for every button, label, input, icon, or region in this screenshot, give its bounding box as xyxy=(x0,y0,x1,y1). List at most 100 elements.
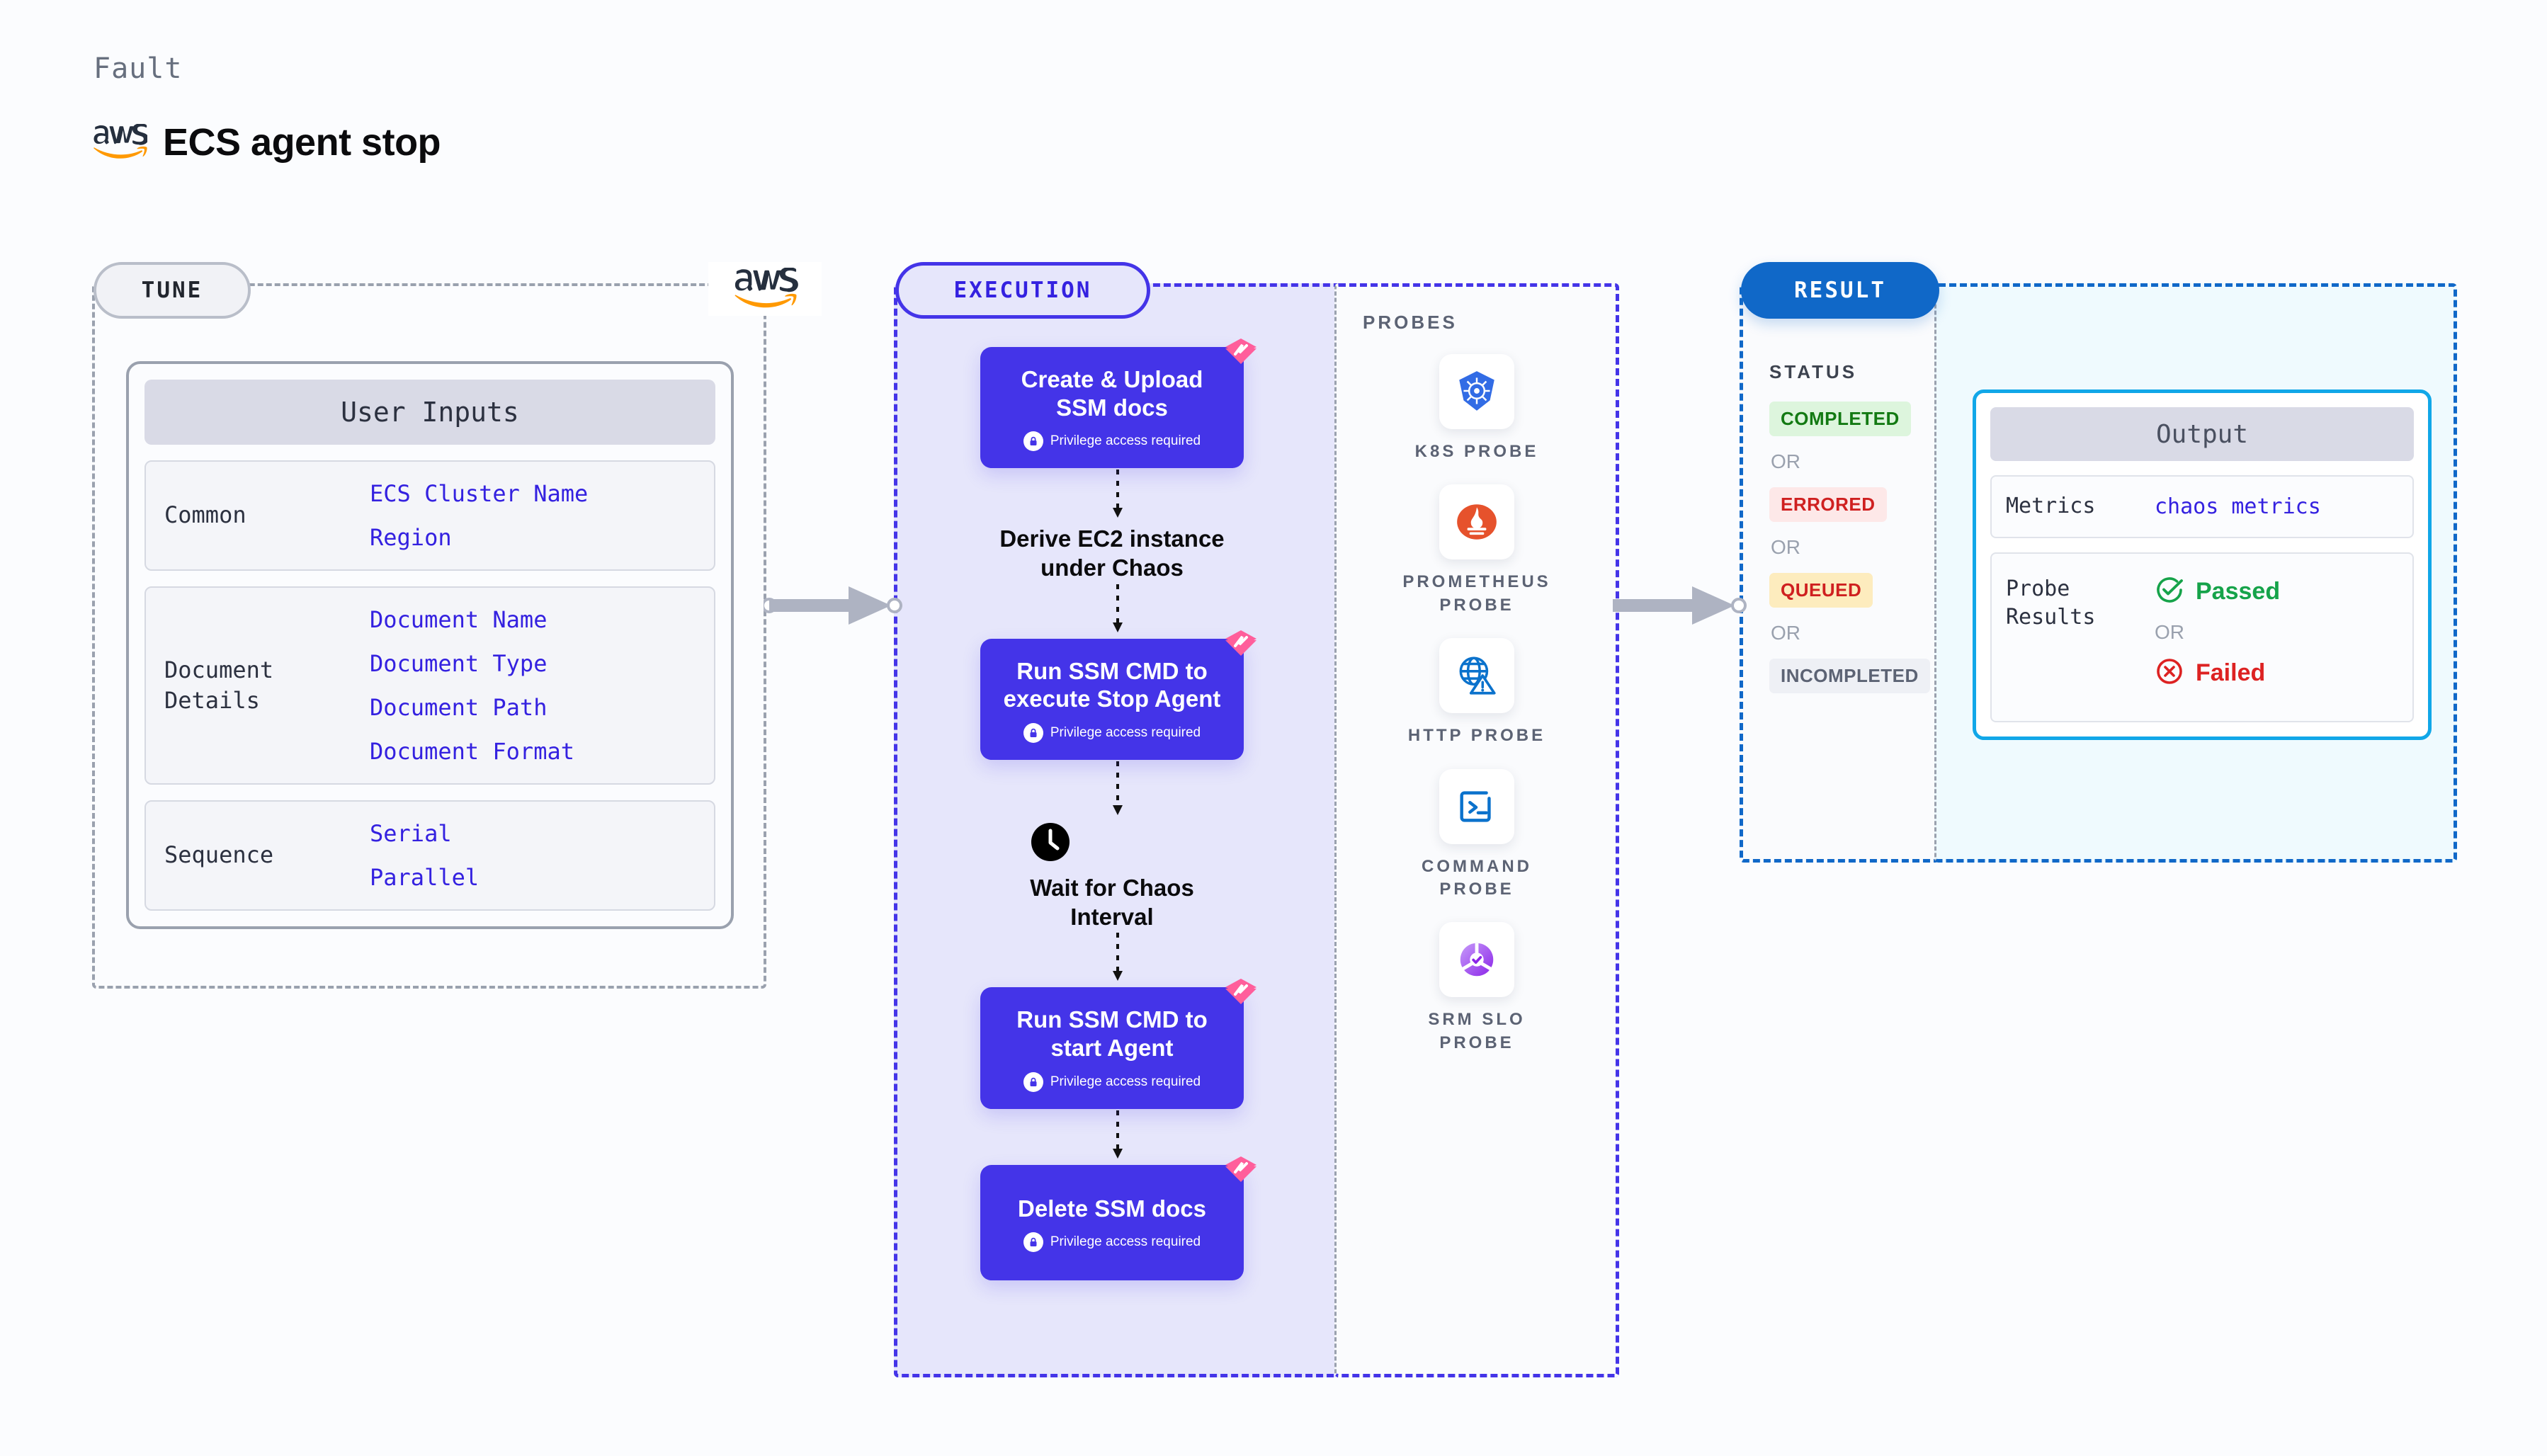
output-row-metrics: Metrics chaos metrics xyxy=(1990,475,2414,538)
user-inputs-header: User Inputs xyxy=(144,380,715,445)
flow-step-wait-for-chaos-interval: Wait for Chaos Interval xyxy=(1030,821,1194,932)
privilege-note-text: Privilege access required xyxy=(1050,1234,1201,1250)
tune-value[interactable]: Document Type xyxy=(370,650,548,677)
tune-value[interactable]: Serial xyxy=(370,820,452,847)
flow-connector xyxy=(1111,1109,1123,1165)
output-card: Output Metrics chaos metrics Probe Resul… xyxy=(1973,389,2432,740)
tune-group-label: Sequence xyxy=(164,841,274,869)
flow-node-run-ssm-cmd-stop-agent[interactable]: Run SSM CMD to execute Stop Agent Privil… xyxy=(980,630,1257,760)
status-or: OR xyxy=(1771,536,1800,558)
probe-label: K8S PROBE xyxy=(1414,442,1539,461)
probe-item-http[interactable]: HTTP PROBE xyxy=(1408,638,1545,747)
probe-item-prometheus[interactable]: PROMETHEUS PROBE xyxy=(1402,484,1550,617)
output-metrics-value[interactable]: chaos metrics xyxy=(2155,494,2321,519)
chaos-badge-icon xyxy=(1221,972,1261,1011)
status-or: OR xyxy=(1771,622,1800,644)
tune-value[interactable]: Document Name xyxy=(370,606,548,633)
srm-slo-icon xyxy=(1439,922,1514,998)
flow-node-delete-ssm-docs[interactable]: Delete SSM docs Privilege access require… xyxy=(980,1156,1257,1281)
privilege-note: Privilege access required xyxy=(994,722,1230,743)
probe-label: PROMETHEUS PROBE xyxy=(1402,572,1551,615)
probe-label: COMMAND PROBE xyxy=(1422,856,1532,899)
tune-value[interactable]: Document Format xyxy=(370,738,574,765)
chaos-badge-icon xyxy=(1221,623,1261,663)
privilege-note: Privilege access required xyxy=(994,431,1230,452)
lock-icon xyxy=(1023,1071,1043,1092)
probe-result-or: OR xyxy=(2155,620,2184,643)
prometheus-icon xyxy=(1439,484,1514,560)
arrow-execution-to-result xyxy=(1613,581,1751,634)
output-card-header: Output xyxy=(1990,407,2414,461)
status-badge-incompleted: INCOMPLETED xyxy=(1769,659,1930,693)
probe-result-failed-text: Failed xyxy=(2196,659,2266,686)
check-circle-icon xyxy=(2155,575,2184,608)
flow-node-title: Create & Upload SSM docs xyxy=(1021,366,1203,421)
probe-item-command[interactable]: COMMAND PROBE xyxy=(1422,768,1532,902)
page-title-text: ECS agent stop xyxy=(163,121,441,164)
aws-logo-icon xyxy=(708,262,822,316)
status-badge-errored: ERRORED xyxy=(1769,487,1887,522)
tune-group-common: Common ECS Cluster Name Region xyxy=(144,460,715,571)
tune-group-label: Document Details xyxy=(164,656,274,714)
tune-value[interactable]: Region xyxy=(370,524,452,551)
tune-pill[interactable]: TUNE xyxy=(93,262,251,319)
arrow-tune-to-execution xyxy=(761,581,905,634)
probe-label: SRM SLO PROBE xyxy=(1428,1010,1526,1052)
probe-item-k8s[interactable]: K8S PROBE xyxy=(1415,354,1539,463)
flow-node-title: Run SSM CMD to execute Stop Agent xyxy=(1003,657,1221,712)
http-globe-warning-icon xyxy=(1439,638,1514,714)
probe-result-passed-text: Passed xyxy=(2196,577,2281,605)
tune-group-document-details: Document Details Document Name Document … xyxy=(144,586,715,785)
status-badge-queued: QUEUED xyxy=(1769,573,1873,608)
status-block: STATUS COMPLETED OR ERRORED OR QUEUED OR… xyxy=(1769,361,1932,693)
tune-group-label: Common xyxy=(164,501,246,529)
chaos-badge-icon xyxy=(1221,331,1261,371)
tune-value[interactable]: ECS Cluster Name xyxy=(370,480,589,507)
output-row-probe-results: Probe Results Passed OR xyxy=(1990,552,2414,722)
lock-icon xyxy=(1023,431,1043,452)
execution-pill[interactable]: EXECUTION xyxy=(895,262,1150,319)
flow-node-title: Delete SSM docs xyxy=(1018,1195,1206,1222)
status-or: OR xyxy=(1771,450,1800,472)
clock-icon xyxy=(1030,821,1194,866)
status-title: STATUS xyxy=(1769,361,1858,382)
tune-value[interactable]: Document Path xyxy=(370,694,548,721)
page-title: ECS agent stop xyxy=(92,120,441,164)
tune-value[interactable]: Parallel xyxy=(370,864,480,891)
status-badge-completed: COMPLETED xyxy=(1769,402,1911,436)
flow-connector xyxy=(1111,468,1123,524)
flow-node-create-upload-ssm-docs[interactable]: Create & Upload SSM docs Privilege acces… xyxy=(980,339,1257,469)
user-inputs-card: User Inputs Common ECS Cluster Name Regi… xyxy=(126,361,734,929)
privilege-note: Privilege access required xyxy=(994,1232,1230,1253)
privilege-note-text: Privilege access required xyxy=(1050,1074,1201,1089)
x-circle-icon xyxy=(2155,656,2184,690)
lock-icon xyxy=(1023,722,1043,743)
flow-connector xyxy=(1111,931,1123,987)
output-metrics-label: Metrics xyxy=(2006,494,2096,518)
probes-title: PROBES xyxy=(1363,312,1458,333)
result-pill[interactable]: RESULT xyxy=(1741,262,1939,319)
terminal-icon xyxy=(1439,768,1514,844)
privilege-note-text: Privilege access required xyxy=(1050,724,1201,740)
execution-flow: Create & Upload SSM docs Privilege acces… xyxy=(956,339,1268,1281)
flow-connector xyxy=(1111,760,1123,821)
output-probe-results-label: Probe Results xyxy=(2006,576,2096,630)
lock-icon xyxy=(1023,1232,1043,1253)
aws-logo-icon xyxy=(92,124,147,161)
fault-kicker: Fault xyxy=(93,52,183,85)
privilege-note-text: Privilege access required xyxy=(1050,433,1201,449)
chaos-badge-icon xyxy=(1221,1149,1261,1189)
flow-node-title: Run SSM CMD to start Agent xyxy=(1016,1006,1208,1061)
probes-list: K8S PROBE PROMETHEUS PROBE xyxy=(1377,354,1577,1054)
probe-result-failed: Failed xyxy=(2155,656,2280,690)
privilege-note: Privilege access required xyxy=(994,1071,1230,1092)
probe-result-passed: Passed xyxy=(2155,575,2280,608)
probe-label: HTTP PROBE xyxy=(1407,726,1546,746)
flow-connector xyxy=(1111,583,1123,639)
flow-step-label: Wait for Chaos Interval xyxy=(1030,874,1194,931)
probe-item-srm-slo[interactable]: SRM SLO PROBE xyxy=(1428,922,1525,1054)
tune-group-sequence: Sequence Serial Parallel xyxy=(144,800,715,911)
kubernetes-icon xyxy=(1439,354,1514,429)
flow-step-derive-ec2-instance: Derive EC2 instance under Chaos xyxy=(999,525,1225,581)
flow-node-run-ssm-cmd-start-agent[interactable]: Run SSM CMD to start Agent Privilege acc… xyxy=(980,979,1257,1109)
